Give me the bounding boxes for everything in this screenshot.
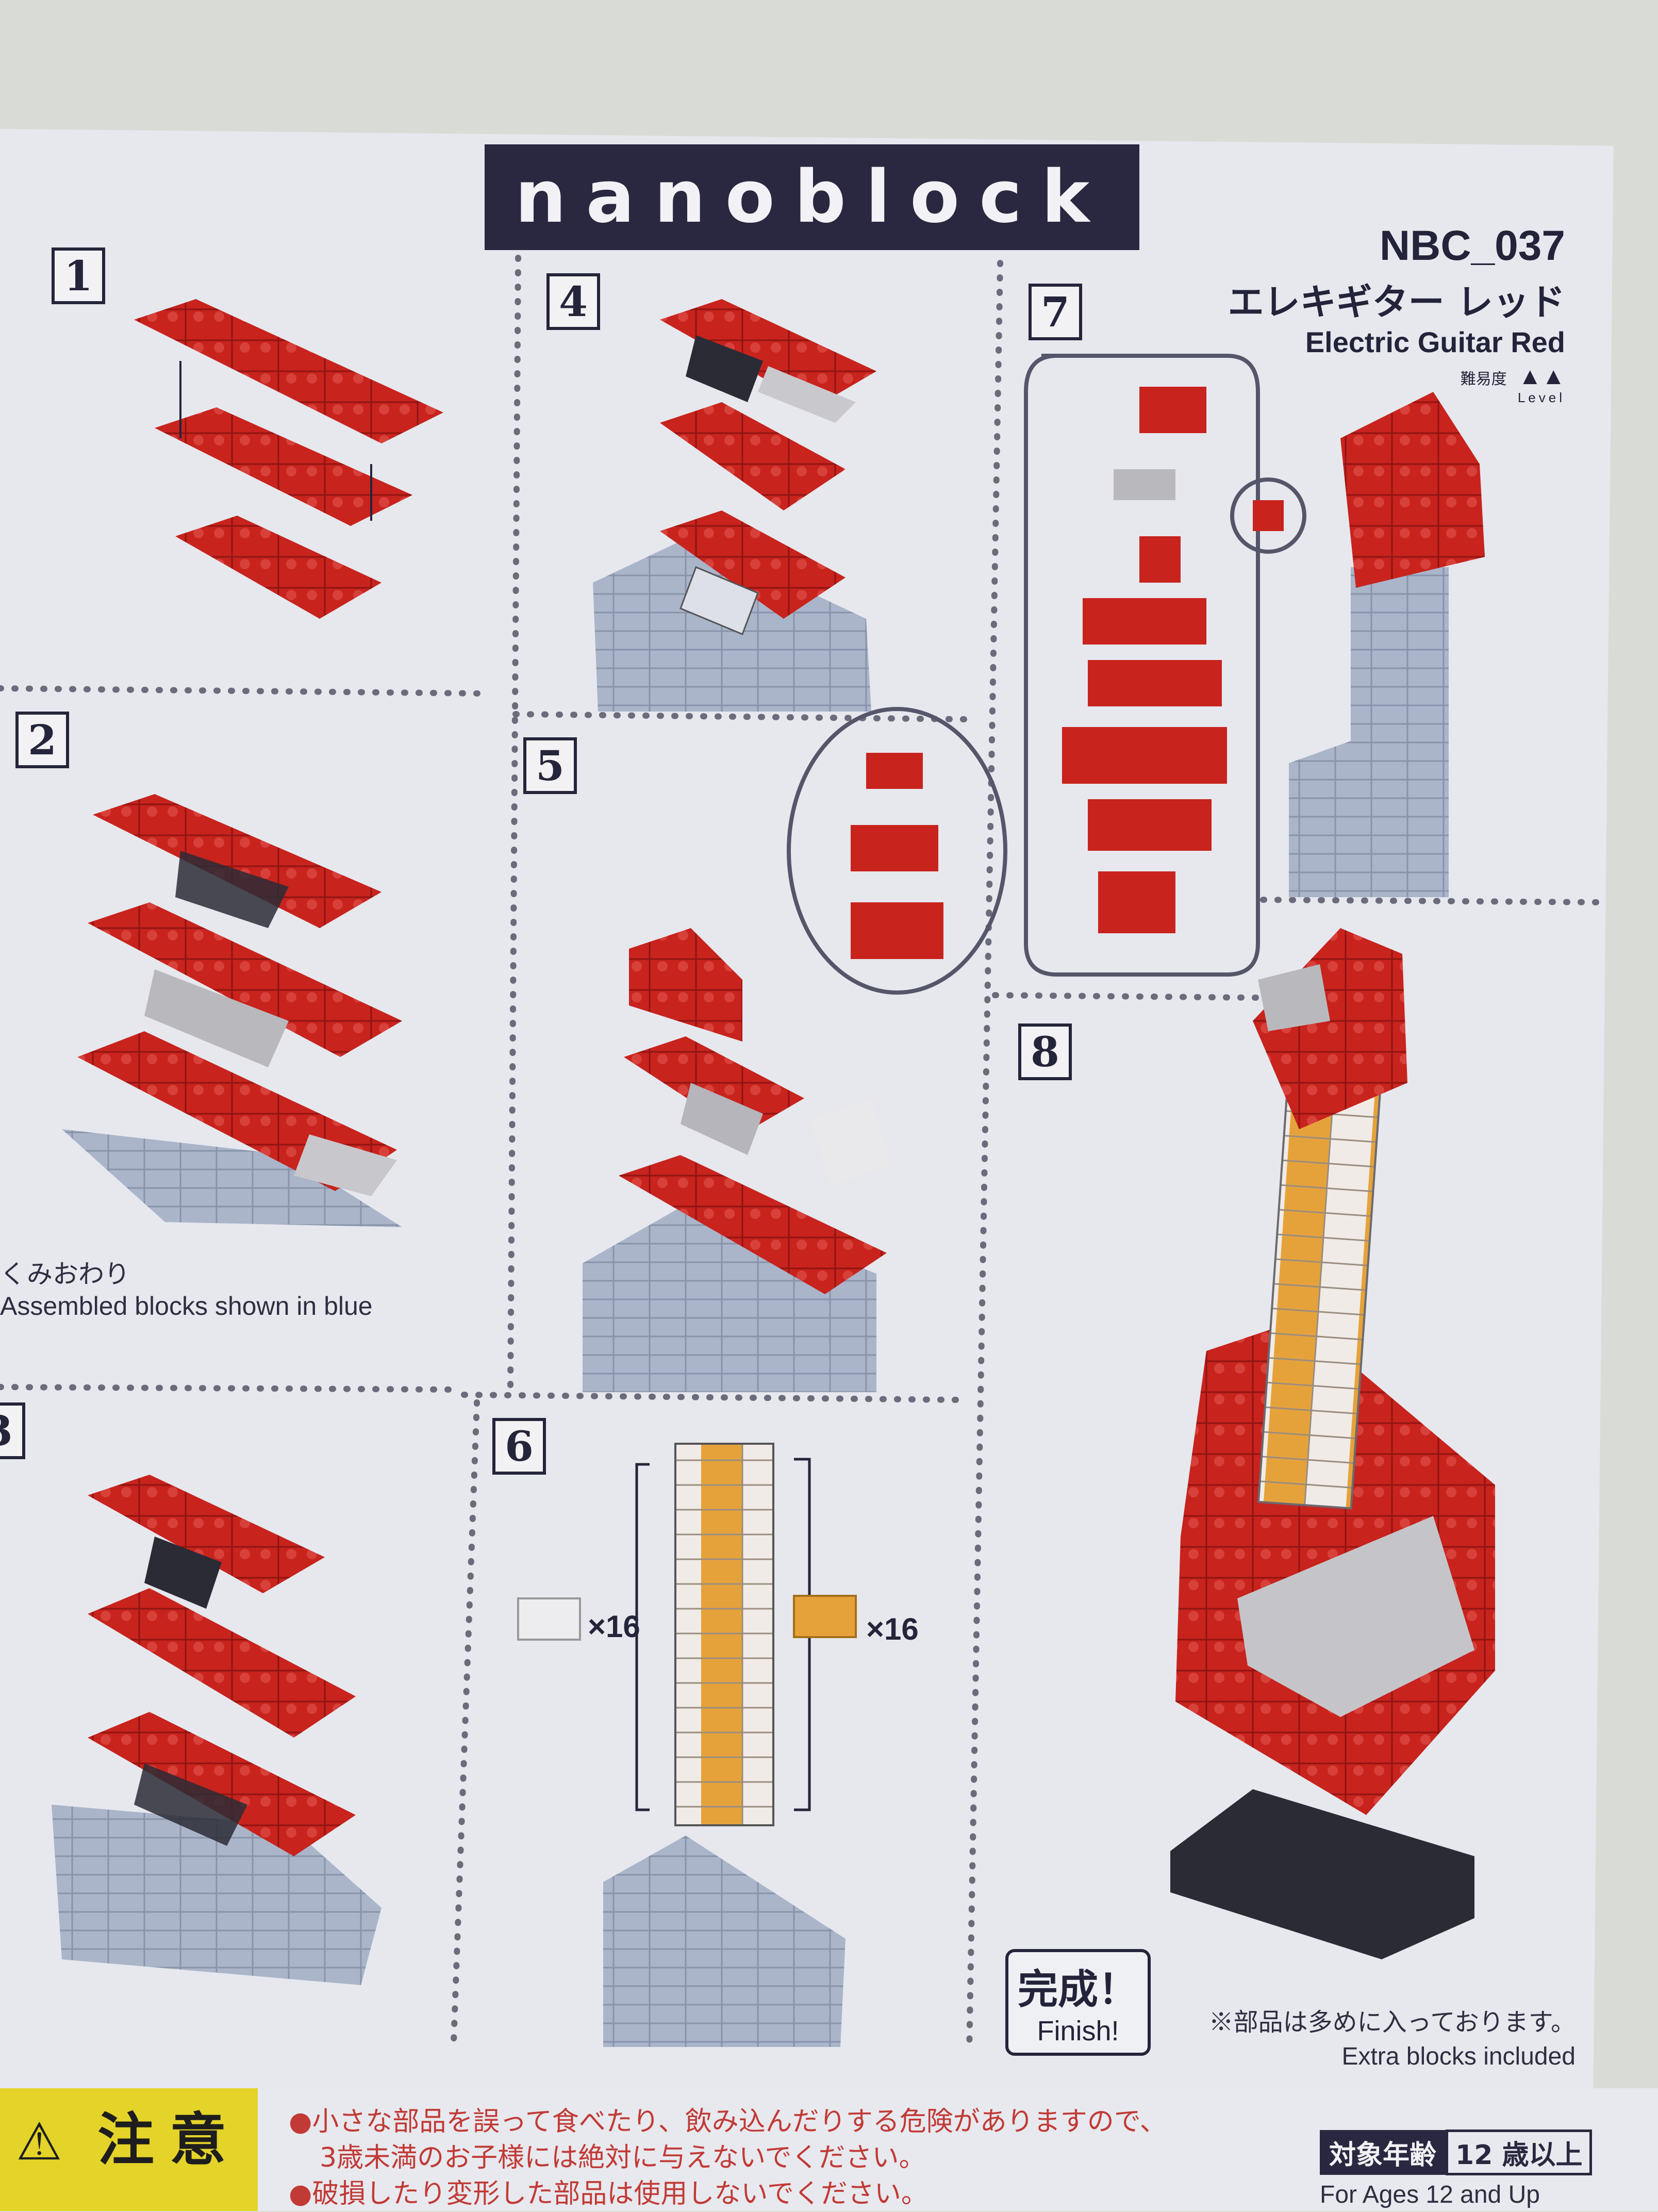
warning-line-2: 3歳未満のお子様には絶対に与えないでください。 (320, 2142, 926, 2173)
step8-art (1170, 928, 1495, 1959)
step-number-1: 1 (52, 247, 105, 304)
divider (461, 1392, 962, 1403)
step-number-6: 6 (492, 1418, 546, 1475)
age-label: 対象年齢 (1320, 2130, 1446, 2175)
divider (512, 711, 967, 722)
step-number-8: 8 (1018, 1024, 1072, 1080)
divider (0, 1384, 462, 1393)
divider (966, 260, 1003, 2055)
step-number-2: 2 (15, 712, 69, 768)
age-en: For Ages 12 and Up (1320, 2181, 1540, 2208)
brand-logo: nanoblock (485, 144, 1139, 250)
step6-art (517, 1443, 857, 2047)
step-number-3: 3 (0, 1402, 25, 1459)
step2-art (62, 794, 402, 1227)
warning-bar: ⚠ 注意 ●小さな部品を誤って食べたり、飲み込んだりする危険がありますので、 3… (0, 2088, 1658, 2211)
white-block-count: ×16 (588, 1609, 640, 1644)
warning-title: 注意 (97, 2107, 242, 2173)
assembled-note-jp: くみおわり (0, 1260, 130, 1289)
warning-text: ●小さな部品を誤って食べたり、飲み込んだりする危険がありますので、 3歳未満のお… (289, 2104, 1167, 2212)
step-number-7: 7 (1029, 284, 1082, 340)
step3-art (52, 1475, 382, 1985)
warning-triangle-icon: ⚠ (16, 2111, 62, 2172)
divider (507, 255, 521, 1390)
level-label-en: Level (1517, 390, 1565, 405)
level-blocks-icon: ▲▲ (1518, 362, 1565, 389)
step-number-5: 5 (523, 737, 577, 794)
extra-note-jp: ※部品は多めに入っております。 (1208, 2009, 1576, 2036)
product-name-jp: エレキギター レッド (1228, 281, 1565, 323)
finish-en: Finish! (1037, 2016, 1119, 2046)
finish-jp: 完成！ (1017, 1967, 1138, 2013)
step5-art (583, 707, 1007, 1392)
divider (0, 685, 488, 697)
product-code: NBC_037 (1379, 222, 1565, 269)
divider (1260, 897, 1606, 905)
step-number-4: 4 (546, 273, 600, 330)
warning-line-3: ●破損したり変形した部品は使用しないでください。 (289, 2178, 928, 2209)
step7-art (1024, 354, 1485, 977)
step1-art (134, 299, 443, 619)
difficulty-level: 難易度 ▲▲ Level (1228, 362, 1565, 406)
age-value: 12 歳以上 (1446, 2130, 1593, 2175)
product-name-en: Electric Guitar Red (1305, 326, 1565, 358)
divider (451, 1399, 480, 2045)
step4-art (593, 299, 876, 712)
orange-block-count: ×16 (866, 1612, 919, 1646)
level-label-jp: 難易度 (1460, 371, 1507, 388)
assembled-note-en: Assembled blocks shown in blue (0, 1292, 373, 1320)
finish-badge: 完成！ Finish! (1005, 1949, 1151, 2056)
divider (992, 992, 1266, 1001)
warning-line-1: ●小さな部品を誤って食べたり、飲み込んだりする危険がありますので、 (289, 2106, 1167, 2137)
warning-label: ⚠ 注意 (0, 2088, 258, 2211)
extra-note-en: Extra blocks included (1341, 2043, 1576, 2070)
extra-blocks-note: ※部品は多めに入っております。 Extra blocks included (1209, 2006, 1576, 2074)
assembled-note: くみおわり Assembled blocks shown in blue (0, 1258, 373, 1322)
product-title-block: NBC_037 エレキギター レッド Electric Guitar Red 難… (1228, 222, 1565, 406)
